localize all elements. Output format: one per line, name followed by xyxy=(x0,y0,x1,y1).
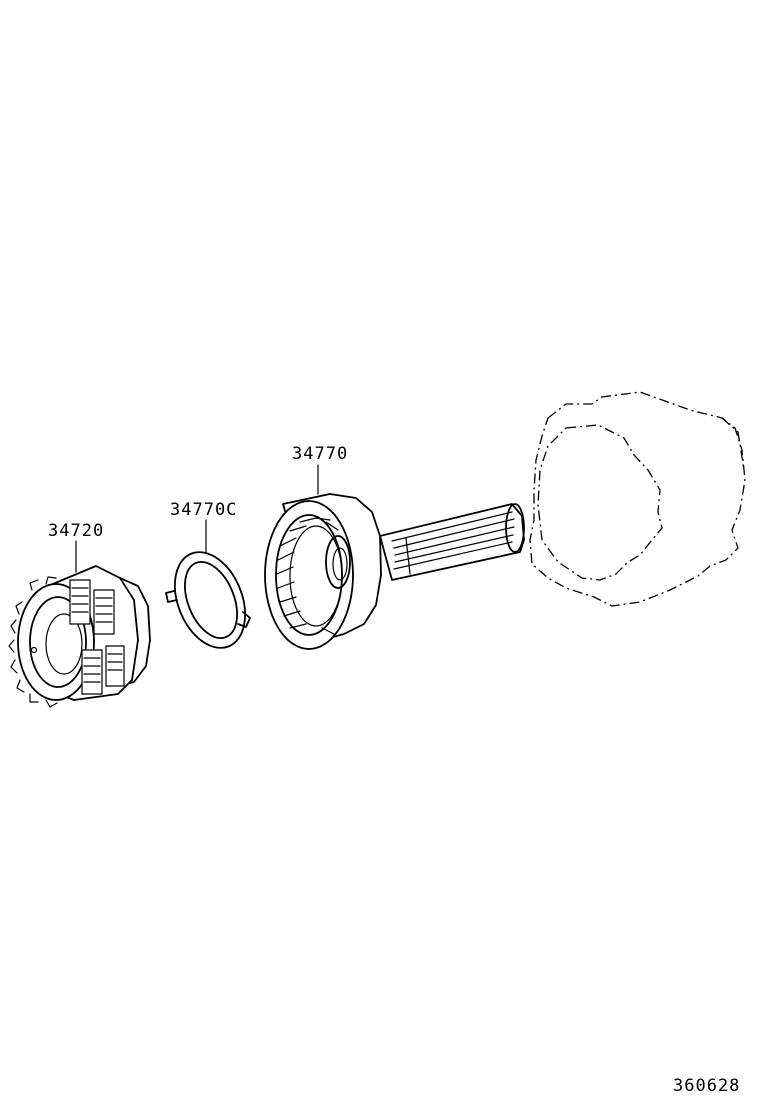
thrust-washer xyxy=(165,551,251,649)
leader-lines xyxy=(75,464,319,573)
transmission-case-outline xyxy=(529,391,746,607)
figure-code: 360628 xyxy=(673,1076,740,1096)
planetary-gear xyxy=(8,565,151,708)
part-label-34720: 34720 xyxy=(48,521,104,541)
part-label-34770: 34770 xyxy=(292,444,348,464)
output-shaft xyxy=(264,493,525,650)
part-label-34770c: 34770C xyxy=(170,500,237,520)
